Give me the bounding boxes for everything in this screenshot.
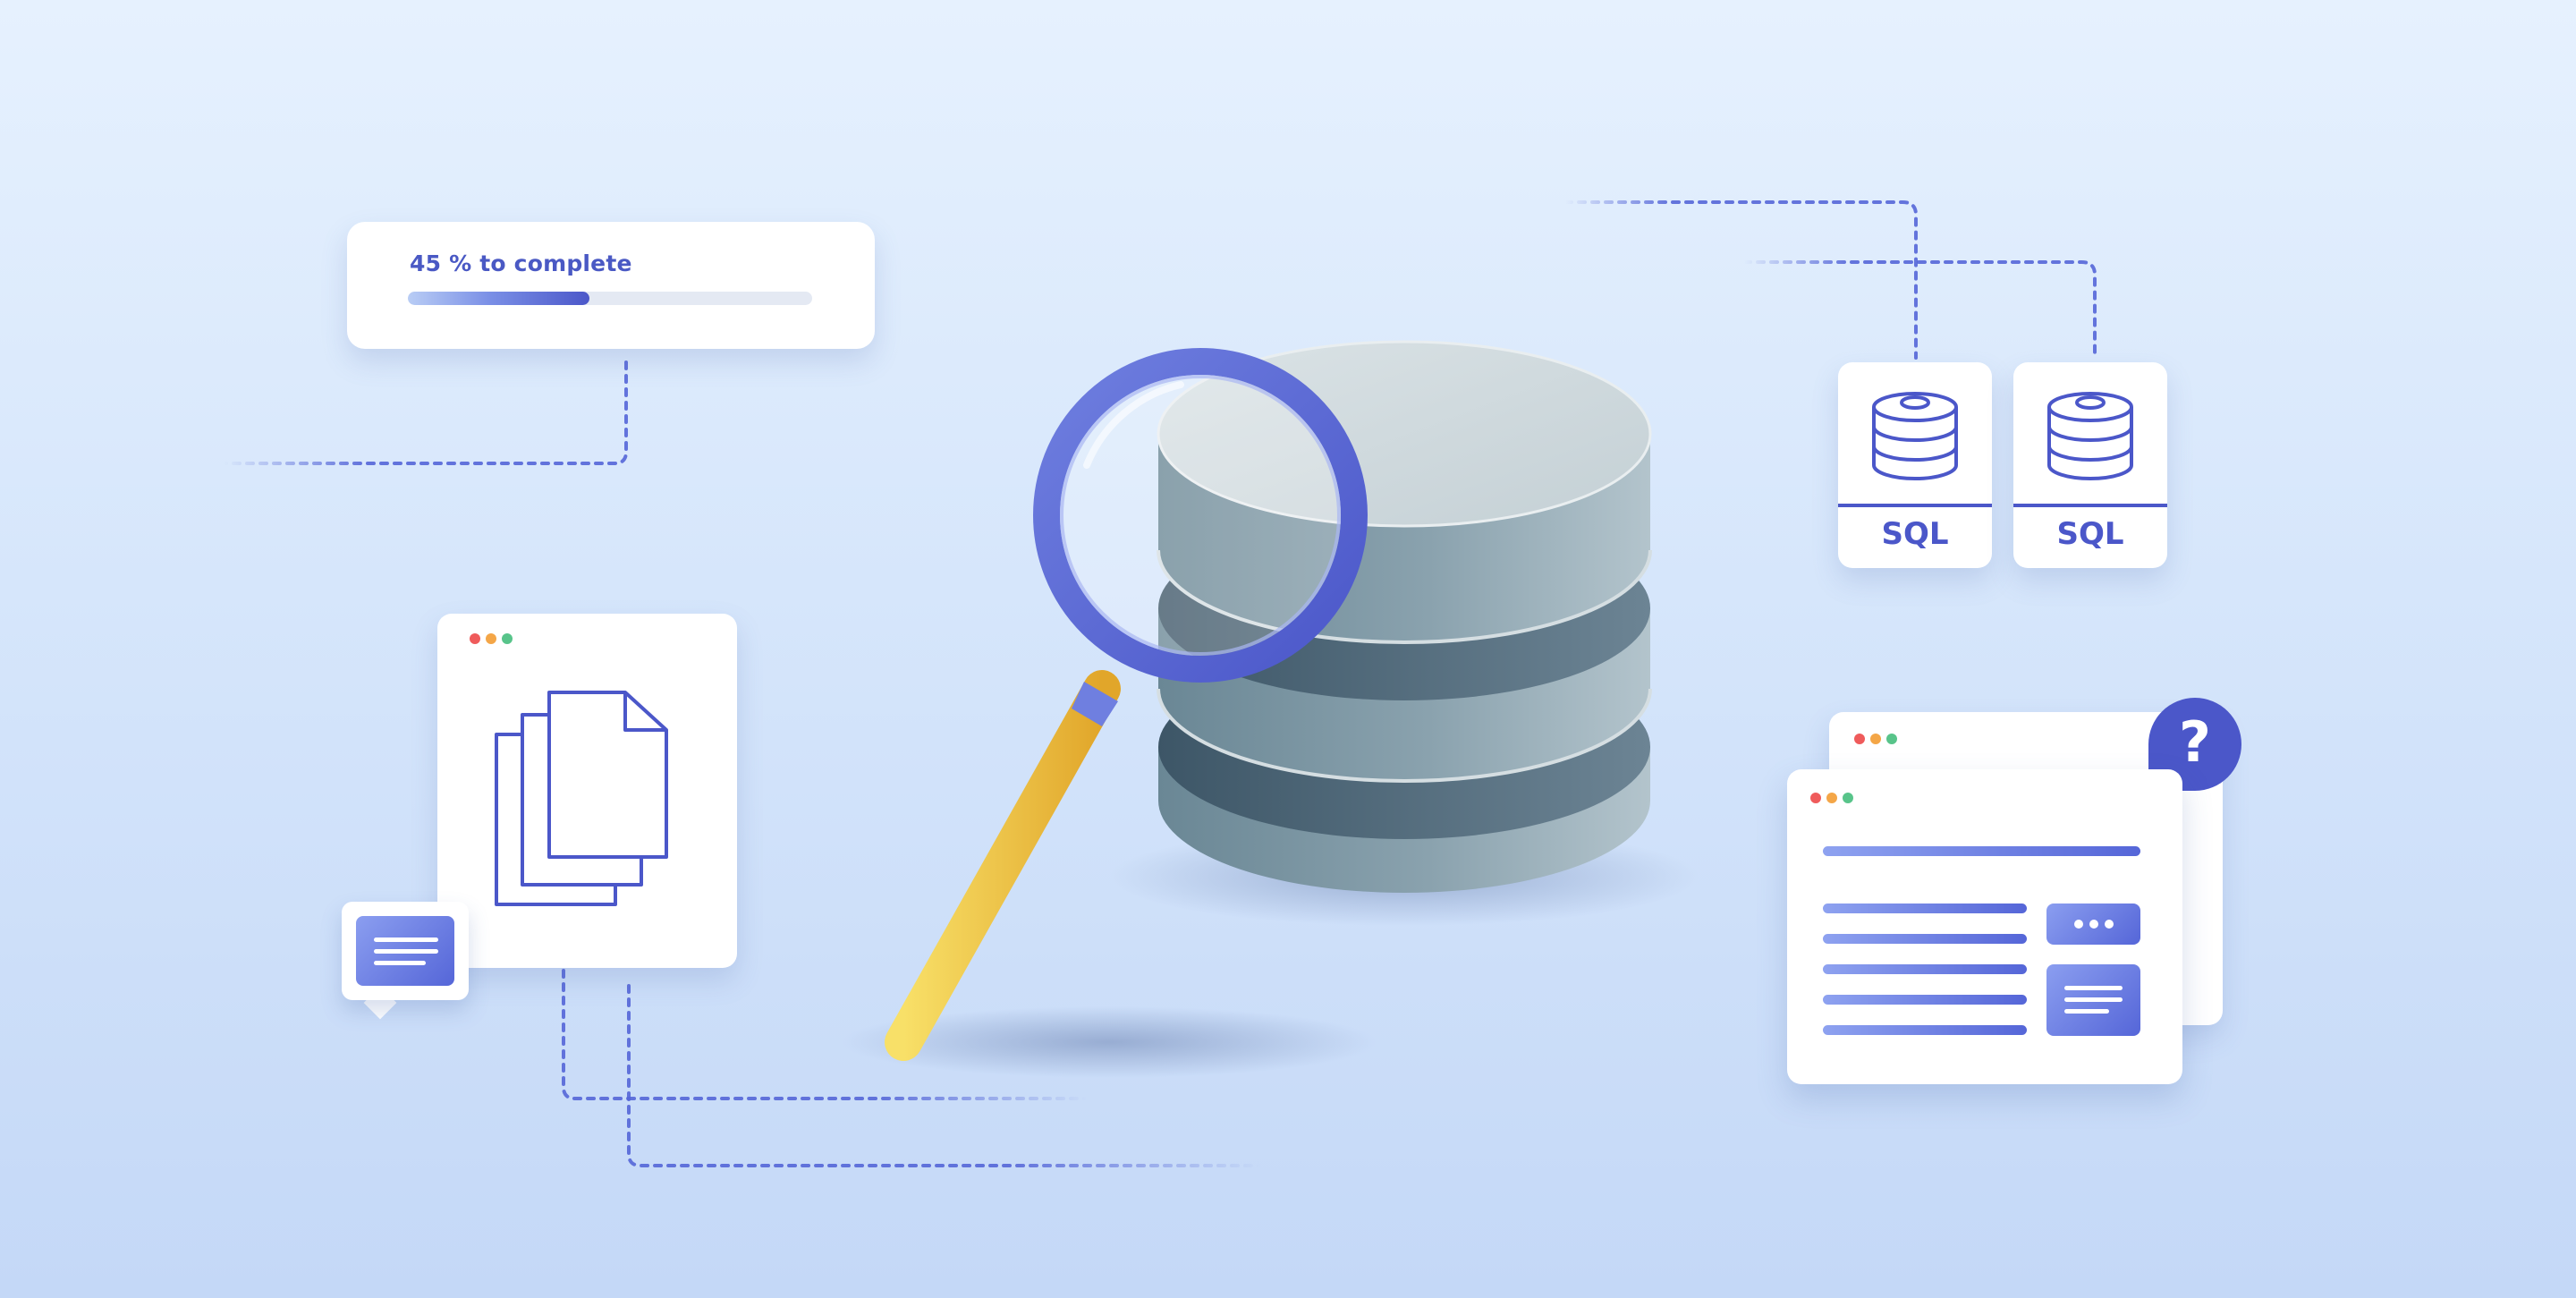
connector-sql-1	[1563, 200, 1918, 360]
progress-label: 45 % to complete	[410, 250, 632, 276]
chat-bubble-icon	[342, 902, 469, 1000]
progress-card: 45 % to complete	[347, 222, 875, 349]
sql-label: SQL	[1881, 516, 1949, 552]
sql-card-divider	[1838, 504, 1992, 507]
window-dots	[1810, 793, 1853, 803]
content-line	[1823, 934, 2027, 944]
text-block-icon	[2046, 964, 2140, 1036]
window-dot-red	[1854, 734, 1865, 744]
chat-line	[374, 949, 438, 954]
magnifying-glass-icon	[885, 348, 1368, 1061]
text-block-line	[2064, 986, 2123, 990]
chat-line	[374, 961, 426, 965]
text-block-line	[2064, 1009, 2109, 1014]
window-dots	[1854, 734, 1897, 744]
database-icon	[2047, 392, 2133, 480]
magnifier-shadow	[841, 1006, 1377, 1078]
connector-sql-2	[1742, 260, 2097, 360]
window-dot-orange	[486, 633, 496, 644]
content-line	[1823, 995, 2027, 1005]
more-button	[2046, 904, 2140, 945]
window-dot-green	[502, 633, 513, 644]
content-line	[1823, 904, 2027, 913]
window-dot-orange	[1826, 793, 1837, 803]
window-dots	[470, 633, 513, 644]
sql-card: SQL	[1838, 362, 1992, 568]
connector-doc-2	[627, 984, 1263, 1167]
chat-line	[374, 937, 438, 942]
content-line	[1823, 846, 2140, 856]
documents-icon	[495, 691, 668, 906]
window-dot-red	[470, 633, 480, 644]
connector-doc-1	[562, 969, 1089, 1100]
window-dot-red	[1810, 793, 1821, 803]
window-dot-green	[1886, 734, 1897, 744]
window-dot-orange	[1870, 734, 1881, 744]
more-dots-icon	[2074, 920, 2114, 929]
progress-fill	[408, 292, 590, 305]
sql-label: SQL	[2056, 516, 2124, 552]
content-line	[1823, 1025, 2027, 1035]
sql-card-divider	[2013, 504, 2167, 507]
documents-card	[437, 614, 737, 968]
chat-bubble-inner	[356, 916, 454, 986]
text-block-line	[2064, 997, 2123, 1002]
content-line	[1823, 964, 2027, 974]
window-dot-green	[1843, 793, 1853, 803]
progress-bar	[408, 292, 812, 305]
sql-card: SQL	[2013, 362, 2167, 568]
database-icon	[1872, 392, 1958, 480]
browser-window-front	[1787, 769, 2182, 1084]
connector-progress	[222, 361, 628, 465]
